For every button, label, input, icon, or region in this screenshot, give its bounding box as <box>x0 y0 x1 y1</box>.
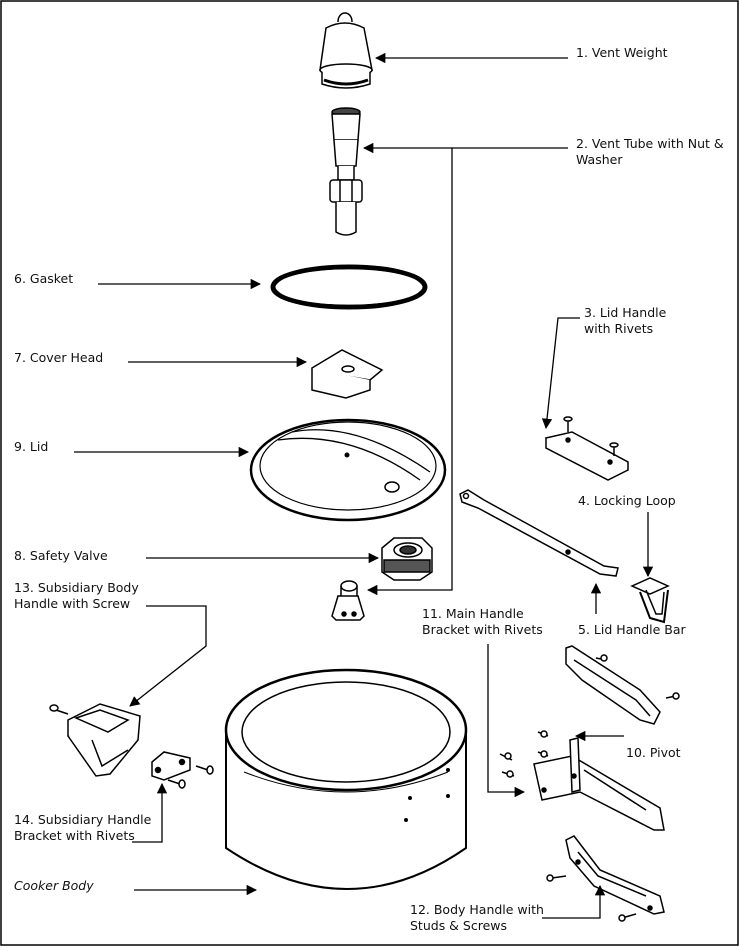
label-cover-head: 7. Cover Head <box>14 350 104 365</box>
body-handle-part <box>546 835 665 922</box>
vent-weight-part <box>319 12 373 89</box>
label-pivot: 10. Pivot <box>626 745 681 760</box>
pivot-bracket-part <box>499 730 665 831</box>
label-subsidiary-body-line2: Handle with Screw <box>14 596 131 611</box>
label-gasket: 6. Gasket <box>14 271 74 286</box>
subsidiary-body-handle-part <box>49 703 141 777</box>
cooker-body-part <box>224 668 468 890</box>
vent-nut-part <box>331 580 365 621</box>
label-lid-handle-line1: 3. Lid Handle <box>584 305 667 320</box>
subsidiary-bracket-part <box>151 751 214 789</box>
label-subsidiary-bracket-line2: Bracket with Rivets <box>14 828 135 843</box>
label-lid: 9. Lid <box>14 439 49 454</box>
label-vent-tube-line1: 2. Vent Tube with Nut & <box>576 136 724 151</box>
label-locking-loop: 4. Locking Loop <box>578 493 676 508</box>
lid-handle-part <box>544 416 629 481</box>
vent-tube-part <box>329 107 363 236</box>
main-handle-part <box>565 645 680 725</box>
label-lid-handle-bar: 5. Lid Handle Bar <box>578 622 686 637</box>
safety-valve-part <box>381 537 433 581</box>
lid-part <box>249 418 447 522</box>
label-body-handle-line2: Studs & Screws <box>410 918 507 933</box>
cover-head-part <box>311 349 384 399</box>
label-cooker-body: Cooker Body <box>14 878 94 893</box>
gasket-part <box>270 264 428 310</box>
label-subsidiary-body-line1: 13. Subsidiary Body <box>14 580 139 595</box>
label-lid-handle-line2: with Rivets <box>584 321 654 336</box>
leader-lines <box>74 52 654 919</box>
lid-handle-bar-part <box>459 489 619 577</box>
label-main-handle-line2: Bracket with Rivets <box>422 622 543 637</box>
label-vent-weight: 1. Vent Weight <box>576 45 668 60</box>
locking-loop-part <box>630 577 670 624</box>
label-body-handle-line1: 12. Body Handle with <box>410 902 544 917</box>
label-subsidiary-bracket-line1: 14. Subsidiary Handle <box>14 812 152 827</box>
label-main-handle-line1: 11. Main Handle <box>422 606 524 621</box>
label-vent-tube-line2: Washer <box>576 152 623 167</box>
label-safety-valve: 8. Safety Valve <box>14 548 108 563</box>
